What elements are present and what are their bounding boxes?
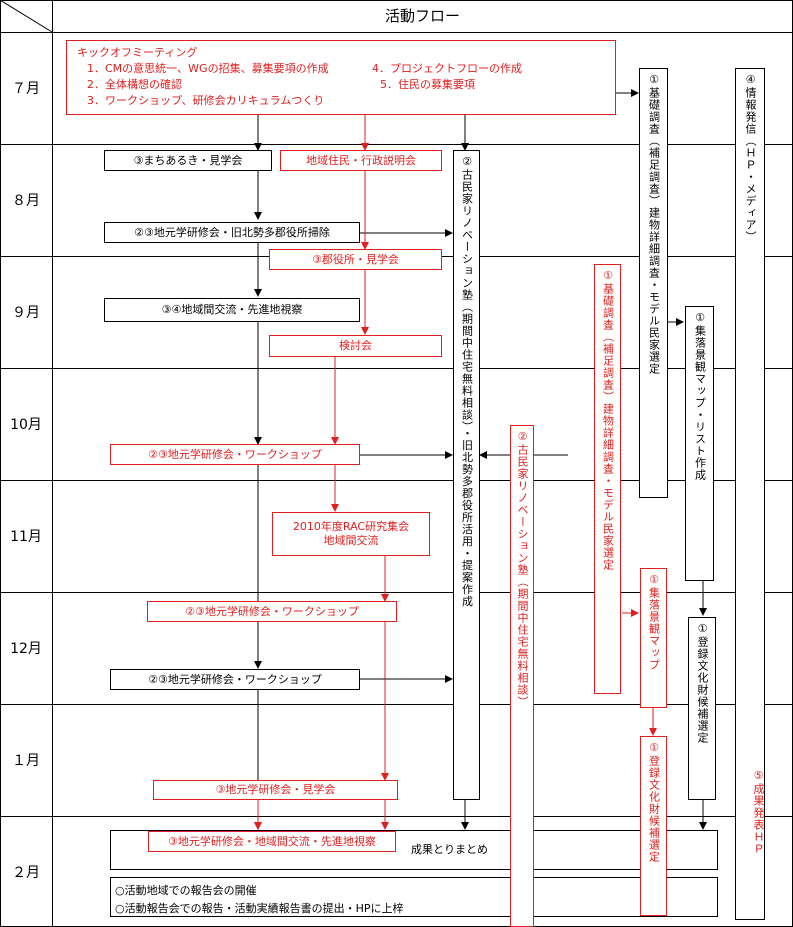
kickoff-meeting-box: キックオフミーティング 1．CMの意思統一、WGの招集、募集要項の作成 2．全体… (66, 40, 616, 115)
kickoff-heading: キックオフミーティング (77, 46, 198, 59)
results-summary-label: 成果とりまとめ (411, 843, 488, 857)
kickoff-item: 5．住民の募集要項 (380, 78, 475, 91)
rac-conference-box: 2010年度RAC研究集会 地域間交流 (272, 512, 430, 556)
report-box: ○活動地域での報告会の開催 ○活動報告会での報告・活動実績報告書の提出・HPに上… (110, 877, 718, 917)
basic-survey-red-column: ①基礎調査（補足調査）建物詳細調査・モデル民家選定 (594, 264, 621, 694)
kickoff-item: 1．CMの意思統一、WGの招集、募集要項の作成 (87, 62, 329, 75)
kickoff-right-items: 4．プロジェクトフローの作成 5．住民の募集要項 (372, 61, 522, 93)
renovation-school-column: ②古民家リノベーション塾（期間中住宅無料相談）・旧北勢多郡役所活用・提案作成 (453, 150, 480, 800)
resident-briefing-box: 地域住民・行政説明会 (280, 150, 442, 171)
workshop-box-dec: ②③地元学研修会・ワークショップ (110, 669, 360, 690)
kickoff-left-items: 1．CMの意思統一、WGの招集、募集要項の作成 2．全体構想の確認 3．ワークシ… (87, 61, 329, 109)
gunyakusho-tour-box: ③郡役所・見学会 (269, 249, 442, 270)
month-label: ７月 (12, 81, 40, 97)
basic-survey-text: ①基礎調査（補足調査）建物詳細調査・モデル民家選定 (647, 73, 661, 375)
info-dissemination-column: ④情報発信（ＨＰ・メディア） ⑤成果発表ＨＰ (735, 68, 765, 920)
heritage-candidate-text: ①登録文化財候補選定 (696, 622, 710, 744)
month-label: 12月 (10, 641, 42, 657)
renovation-school-red-column: ②古民家リノベーション塾（期間中住宅無料相談） (510, 425, 534, 927)
renovation-school-text: ②古民家リノベーション塾（期間中住宅無料相談）・旧北勢多郡役所活用・提案作成 (460, 155, 474, 608)
workshop-box-oct: ②③地元学研修会・ワークショップ (110, 444, 360, 465)
report-line: ○活動地域での報告会の開催 (115, 884, 257, 897)
month-label: 11月 (10, 529, 42, 545)
kickoff-item: 4．プロジェクトフローの作成 (372, 62, 522, 75)
heritage-candidate-column: ①登録文化財候補選定 (688, 617, 716, 800)
month-label: ９月 (12, 305, 40, 321)
final-exchange-box: ③地元学研修会・地域間交流・先進地視察 (148, 831, 396, 852)
heritage-candidate-red-text: ①登録文化財候補選定 (647, 741, 661, 863)
landscape-map-text: ①集落景観マップ・リスト作成 (693, 311, 707, 481)
basic-survey-red-text: ①基礎調査（補足調査）建物詳細調査・モデル民家選定 (601, 269, 615, 571)
month-label: ８月 (12, 193, 40, 209)
landscape-map-column: ①集落景観マップ・リスト作成 (685, 306, 714, 581)
month-label: 10月 (10, 417, 42, 433)
diagram-title: 活動フロー (384, 7, 460, 25)
renovation-school-red-text: ②古民家リノベーション塾（期間中住宅無料相談） (516, 430, 530, 708)
machiaruki-box: ③まちあるき・見学会 (104, 150, 272, 171)
kickoff-item: 3．ワークショップ、研修会カリキュラムつくり (87, 94, 325, 107)
month-label: １月 (12, 753, 40, 769)
rac-exchange-label: 地域間交流 (323, 534, 379, 547)
jimotogaku-tour-box: ③地元学研修会・見学会 (153, 780, 398, 800)
workshop-box-dec-red: ②③地元学研修会・ワークショップ (147, 601, 397, 622)
landscape-map-red-column: ①集落景観マップ (640, 568, 667, 708)
regional-exchange-box: ③④地域間交流・先進地視察 (104, 298, 360, 322)
result-hp-text: ⑤成果発表ＨＰ (752, 769, 765, 855)
rac-conference-label: 2010年度RAC研究集会 (292, 520, 410, 534)
info-dissemination-text: ④情報発信（ＨＰ・メディア） (744, 73, 758, 243)
landscape-map-red-text: ①集落景観マップ (647, 573, 661, 671)
basic-survey-column: ①基礎調査（補足調査）建物詳細調査・モデル民家選定 (639, 68, 668, 498)
month-label: ２月 (12, 865, 40, 881)
jimotogaku-cleaning-box: ②③地元学研修会・旧北勢多郡役所掃除 (104, 222, 360, 243)
heritage-candidate-red-column: ①登録文化財候補選定 (640, 736, 667, 916)
report-line: ○活動報告会での報告・活動実績報告書の提出・HPに上梓 (115, 902, 404, 915)
review-meeting-box: 検討会 (269, 335, 442, 357)
kickoff-item: 2．全体構想の確認 (87, 78, 182, 91)
